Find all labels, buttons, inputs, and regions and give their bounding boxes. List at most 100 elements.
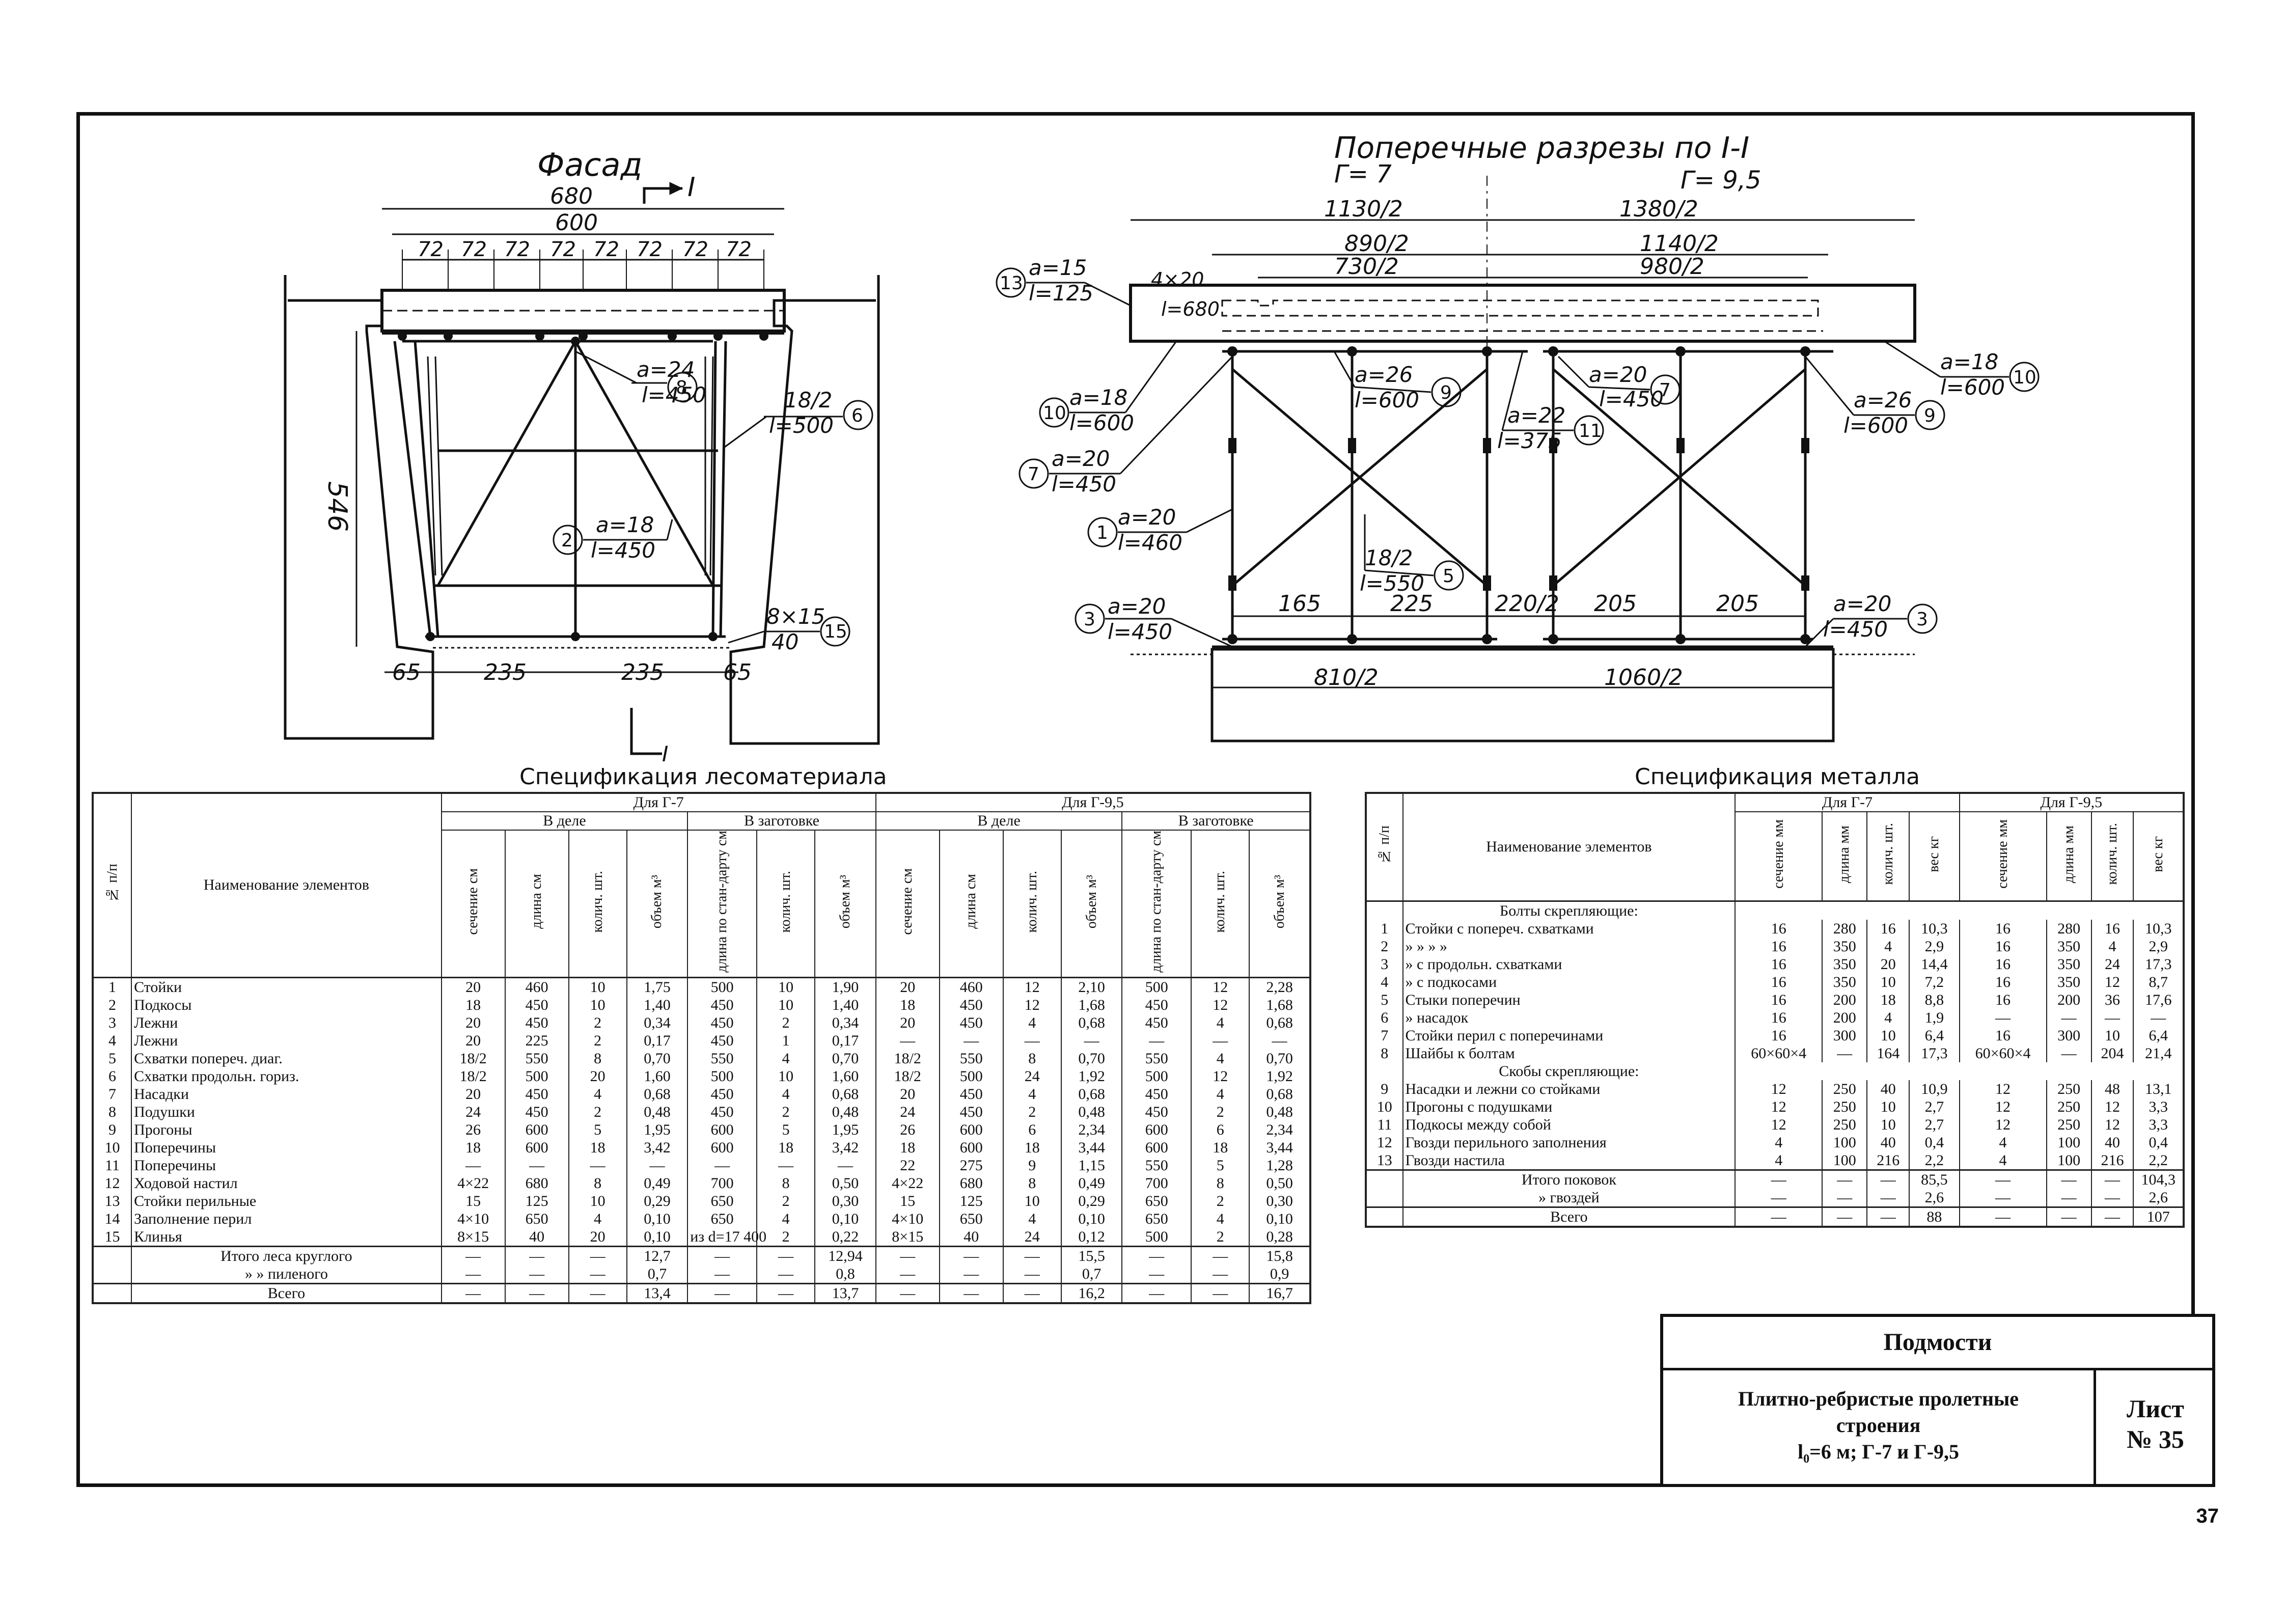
cell-value: 20 [441,976,506,996]
svg-text:890/2: 890/2 [1344,231,1409,257]
cell-value: 40 [1866,1080,1910,1098]
element-name: Заполнение перил [131,1209,442,1228]
cell-value: 18 [441,1138,506,1157]
cell-value: 5 [756,1120,816,1139]
cell-value: — [1121,1264,1192,1284]
svg-text:a=15: a=15 [1029,255,1087,280]
cell-value: — [1002,1031,1062,1050]
row-number: 14 [92,1209,132,1228]
cell-value: 100 [2046,1133,2092,1151]
svg-text:a=24: a=24 [637,357,695,382]
cell-value: 4 [756,1085,816,1103]
cell-value: 12 [2090,1115,2134,1134]
element-name: Клинья [131,1227,442,1247]
cell-value: 7,2 [1909,973,1960,991]
cell-value: 450 [687,1013,758,1032]
cell-value: 88 [1909,1206,1960,1227]
element-name: Прогоны с подушками [1402,1097,1736,1116]
svg-text:72: 72 [682,238,708,261]
cell-value: — [2046,1008,2092,1027]
cell-value: 10 [2090,1026,2134,1044]
cell-value: 4 [568,1085,627,1103]
row-number [1365,1062,1403,1080]
cell-value: 450 [1121,1085,1192,1103]
element-name: Лежни [131,1013,442,1032]
cell-value: 22 [875,1156,940,1174]
cell-value: 18 [568,1138,627,1157]
cell-value: 2,34 [1060,1120,1123,1139]
cell-value: 650 [687,1209,758,1228]
cell-value: 550 [504,1049,569,1067]
cell-value: 4 [568,1209,627,1228]
element-name: Насадки и лежни со стойками [1402,1080,1736,1098]
cell-value: 4×10 [441,1209,506,1228]
svg-text:l=450: l=450 [1052,472,1116,497]
cell-value: 650 [939,1209,1004,1228]
cell-value: 36 [2090,990,2134,1009]
row-number: 1 [1365,919,1403,938]
cell-value: 125 [504,1192,569,1210]
cell-value: 4×22 [875,1174,940,1192]
cell-value: 20 [441,1013,506,1032]
cell-value: — [1191,1264,1250,1284]
cell-value: 280 [2046,919,2092,938]
row-number: 4 [92,1031,132,1050]
cell-value: 3,3 [2133,1097,2184,1116]
row-number: 12 [92,1174,132,1192]
cell-value: 600 [687,1120,758,1139]
row-number: 3 [1365,955,1403,973]
svg-text:40: 40 [772,629,799,654]
cell-value: 3,44 [1060,1138,1123,1157]
svg-text:8: 8 [676,377,687,398]
cell-value: 500 [504,1067,569,1085]
svg-text:18/2: 18/2 [1365,545,1413,570]
row-number: 5 [1365,990,1403,1009]
cell-value: 0,70 [1249,1049,1311,1067]
cell-value: — [875,1245,940,1265]
cell-value: 1,75 [626,976,689,996]
cell-value: — [1866,1169,1910,1189]
row-number: 10 [1365,1097,1403,1116]
cell-value: 18/2 [441,1049,506,1067]
cell-value: 0,17 [814,1031,876,1050]
cell-value: 104,3 [2133,1169,2184,1189]
svg-text:600: 600 [555,210,598,236]
cell-value: 216 [1866,1151,1910,1170]
cell-value: 350 [2046,937,2092,955]
page-number: 37 [2196,1505,2219,1527]
cell-value: 0,10 [1060,1209,1123,1228]
cell-value: 0,70 [1060,1049,1123,1067]
cell-value: 0,29 [626,1192,689,1210]
cell-value: — [504,1245,569,1265]
cell-value: 3,42 [814,1138,876,1157]
cell-value: 0,50 [814,1174,876,1192]
cell-value: 2,28 [1249,976,1311,996]
cell-value: 16 [1959,990,2047,1009]
cell-value: 8 [1002,1049,1062,1067]
group-header: Болты скрепляющие: [1365,900,2184,920]
cell-value: 0,7 [626,1264,689,1284]
cell-value: 60×60×4 [1959,1044,2047,1062]
cell-value: 16 [1959,937,2047,955]
cell-value: 0,68 [1060,1085,1123,1103]
element-name: Всего [1402,1206,1736,1227]
cell-value: — [756,1282,816,1303]
cell-value: 250 [1822,1097,1868,1116]
cell-value: — [875,1031,940,1050]
cell-value: 10 [756,1067,816,1085]
cell-value: — [1060,1031,1123,1050]
facade-drawing: Фасад 680 600 72 72 72 72 72 72 72 72 [284,146,880,766]
total-row: » » пиленого———0,7——0,8———0,7——0,9 [92,1264,1311,1284]
cell-value: 15,5 [1060,1245,1123,1265]
element-name: » гвоздей [1402,1188,1736,1207]
cell-value: 100 [2046,1151,2092,1170]
cell-value: 16 [1959,973,2047,991]
cell-value: 4 [1191,1085,1250,1103]
row-number [1365,1169,1403,1189]
cell-value: — [504,1264,569,1284]
svg-text:10: 10 [1043,403,1066,424]
cell-value: 0,48 [626,1103,689,1121]
